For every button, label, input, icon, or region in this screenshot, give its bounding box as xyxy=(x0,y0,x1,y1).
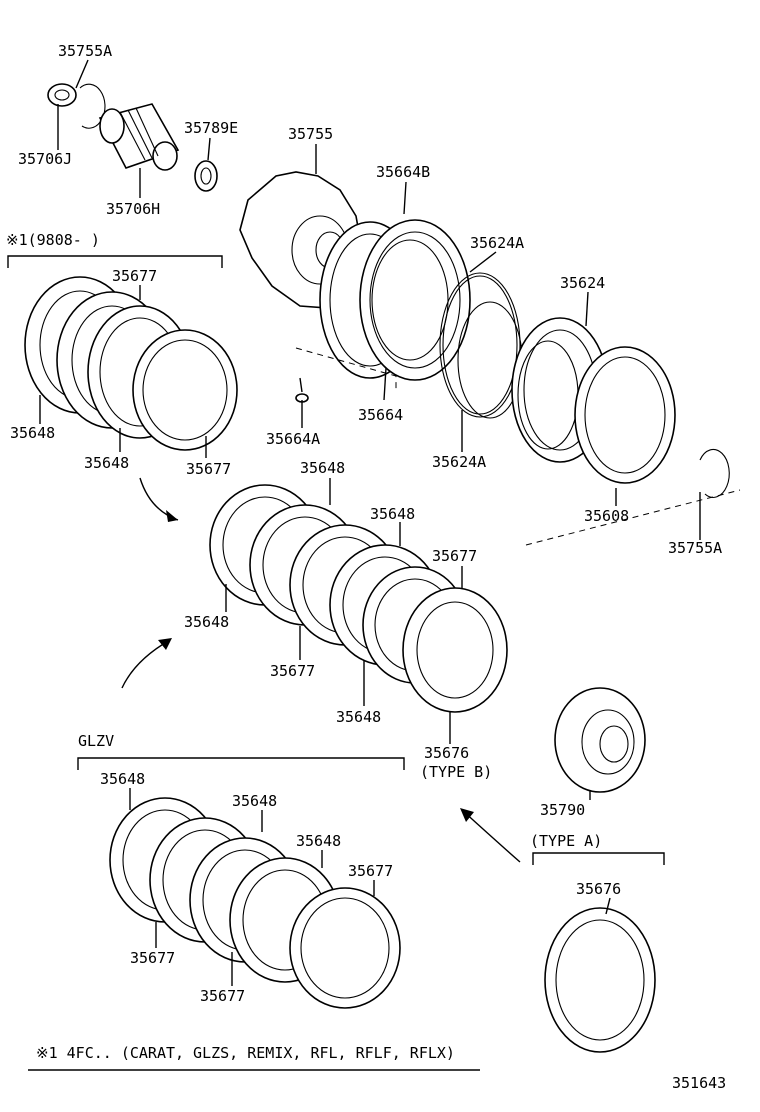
o-ring-35624a-outer xyxy=(439,272,521,418)
label-35706h: 35706H xyxy=(106,200,160,218)
arrow-2-head xyxy=(158,638,172,650)
label-g3-35648b: 35648 xyxy=(232,792,277,810)
label-g3-35677b: 35677 xyxy=(130,949,175,967)
bearing-35706j xyxy=(47,83,77,107)
sun-gear-shaft-35706h xyxy=(98,103,180,171)
label-35608: 35608 xyxy=(584,507,629,525)
dashed-guide-2 xyxy=(525,489,741,546)
label-35755a-bot: 35755A xyxy=(668,539,722,557)
label-g2-35676: 35676 xyxy=(424,744,469,762)
label-g2-typeb: (TYPE B) xyxy=(420,763,492,781)
label-35664b: 35664B xyxy=(376,163,430,181)
arrow-1 xyxy=(139,477,179,521)
label-note-range: ※1(9808- ) xyxy=(6,231,100,249)
label-g2-35648d: 35648 xyxy=(336,708,381,726)
arrow-3 xyxy=(461,809,521,863)
label-g3-35677c: 35677 xyxy=(200,987,245,1005)
label-g1-35677a: 35677 xyxy=(112,267,157,285)
label-35624: 35624 xyxy=(560,274,605,292)
label-35624a-bot: 35624A xyxy=(432,453,486,471)
label-35790: 35790 xyxy=(540,801,585,819)
arrow-2 xyxy=(121,639,171,689)
label-g2-35677a: 35677 xyxy=(432,547,477,565)
label-g3-35677a: 35677 xyxy=(348,862,393,880)
diagram-id: 351643 xyxy=(672,1074,726,1092)
washer-35789e xyxy=(194,160,218,192)
spring-35608 xyxy=(574,346,676,484)
label-g1-35677b: 35677 xyxy=(186,460,231,478)
group3-plates xyxy=(109,797,401,1009)
arrow-1-head xyxy=(166,510,178,522)
label-35664a: 35664A xyxy=(266,430,320,448)
label-35624a-top: 35624A xyxy=(470,234,524,252)
label-35755a-top: 35755A xyxy=(58,42,112,60)
leader-lines xyxy=(39,59,701,986)
label-g3-35648c: 35648 xyxy=(296,832,341,850)
label-35676-typea: 35676 xyxy=(576,880,621,898)
label-typea: (TYPE A) xyxy=(530,832,602,850)
label-glzv: GLZV xyxy=(78,732,114,750)
clutch-plate-35676-typea xyxy=(544,907,656,1053)
label-g2-35648a: 35648 xyxy=(300,459,345,477)
bracket-group1 xyxy=(7,255,223,268)
label-g2-35677b: 35677 xyxy=(270,662,315,680)
bracket-typea xyxy=(532,852,665,865)
label-35664: 35664 xyxy=(358,406,403,424)
footnote-text: ※1 4FC.. (CARAT, GLZS, REMIX, RFL, RFLF,… xyxy=(36,1044,455,1062)
label-g1-35648a: 35648 xyxy=(10,424,55,442)
group2-plates xyxy=(209,484,508,713)
snap-ring-35755a-top xyxy=(79,83,106,129)
label-35755: 35755 xyxy=(288,125,333,143)
label-g1-35648b: 35648 xyxy=(84,454,129,472)
bracket-glzv xyxy=(77,757,405,770)
label-35789e: 35789E xyxy=(184,119,238,137)
label-g2-35648c: 35648 xyxy=(184,613,229,631)
label-35706j: 35706J xyxy=(18,150,72,168)
bolt-35664a xyxy=(295,377,309,403)
clutch-hub-35790 xyxy=(554,687,646,793)
arrow-3-head xyxy=(460,808,474,822)
group1-plates xyxy=(24,276,238,451)
dashed-guide-1 xyxy=(295,347,397,390)
label-g2-35648b: 35648 xyxy=(370,505,415,523)
label-g3-35648a: 35648 xyxy=(100,770,145,788)
snap-ring-35755a-bot xyxy=(699,448,730,498)
part-labels: 35755A 35706J 35789E 35706H 35755 35664B… xyxy=(6,42,726,1092)
piston-35664 xyxy=(359,219,471,381)
